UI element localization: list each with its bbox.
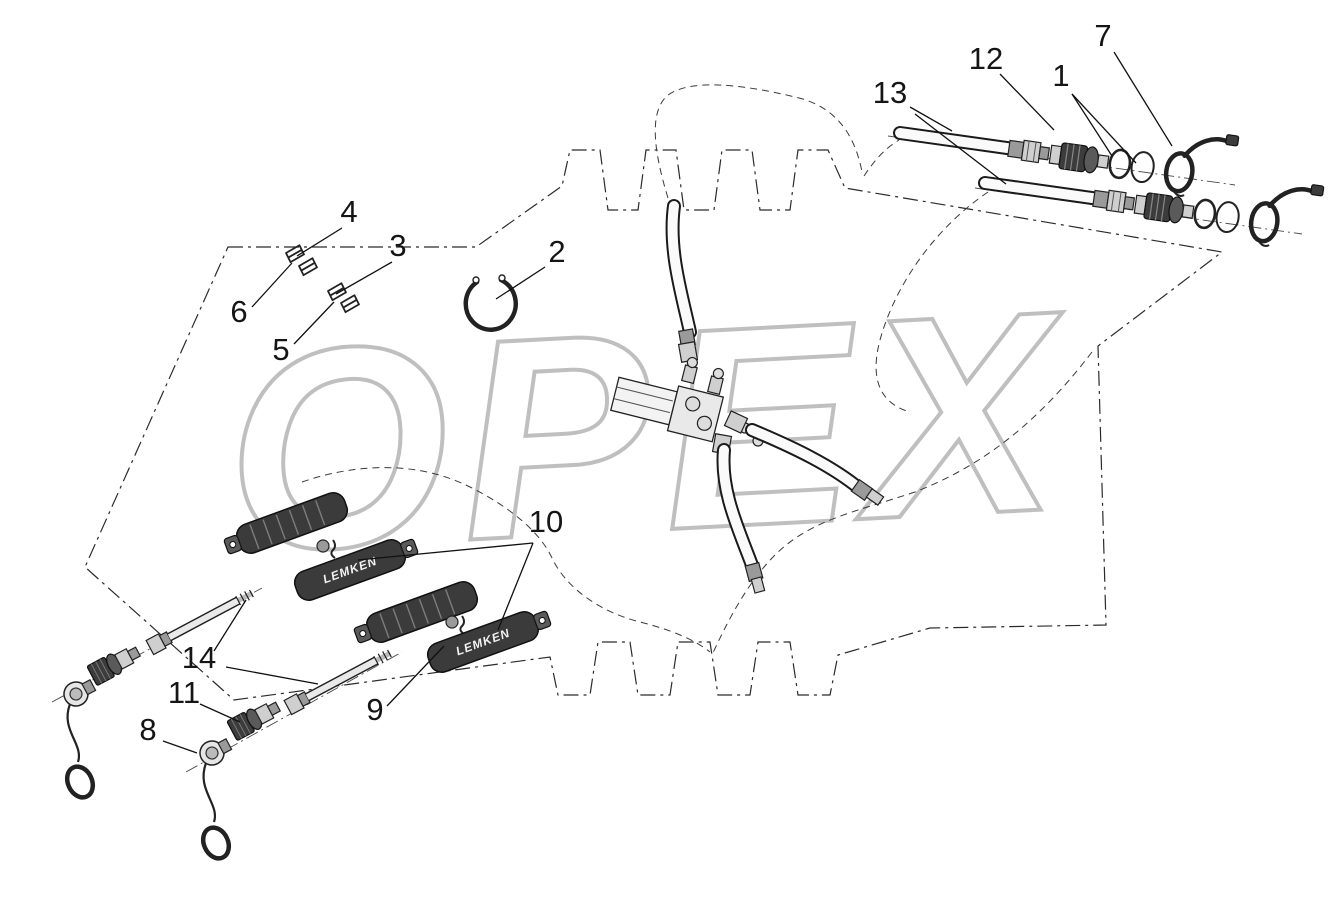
spring-clip	[297, 256, 319, 277]
hose-holder-lower: LEMKEN	[353, 581, 552, 673]
valve-outlet-hose-down	[711, 433, 766, 594]
callout-1: 1	[1052, 58, 1069, 93]
dust-cap-left	[59, 673, 100, 800]
callout-10: 10	[529, 504, 563, 539]
hose-holder-upper: LEMKEN	[223, 492, 419, 601]
routing-dashed-curves	[301, 84, 1093, 656]
callout-12: 12	[969, 41, 1003, 76]
hose-coupler-assembly-upper	[897, 89, 1239, 202]
callout-7: 7	[1094, 18, 1111, 53]
quick-coupler-left	[86, 641, 144, 687]
valve-outlet-hose-right	[723, 410, 885, 506]
callout-6: 6	[230, 294, 247, 329]
center-vertical-hose	[665, 199, 699, 363]
callout-2: 2	[548, 234, 565, 269]
callout-8: 8	[139, 712, 156, 747]
callout-labels: 1 2 3 4 5 6 7 8 9 10 11 12 13 14	[139, 18, 1111, 747]
machine-silhouette-outline	[84, 149, 1224, 701]
callout-13: 13	[873, 75, 907, 110]
callout-11: 11	[168, 675, 200, 710]
callout-14: 14	[182, 640, 216, 675]
dust-cap-right	[195, 732, 236, 861]
callout-4: 4	[340, 194, 357, 229]
callout-3: 3	[389, 228, 406, 263]
callout-5: 5	[272, 332, 289, 367]
circlip	[463, 274, 518, 332]
callout-leader-lines	[162, 51, 1173, 754]
callout-9: 9	[366, 692, 383, 727]
control-valve-block	[609, 356, 764, 447]
